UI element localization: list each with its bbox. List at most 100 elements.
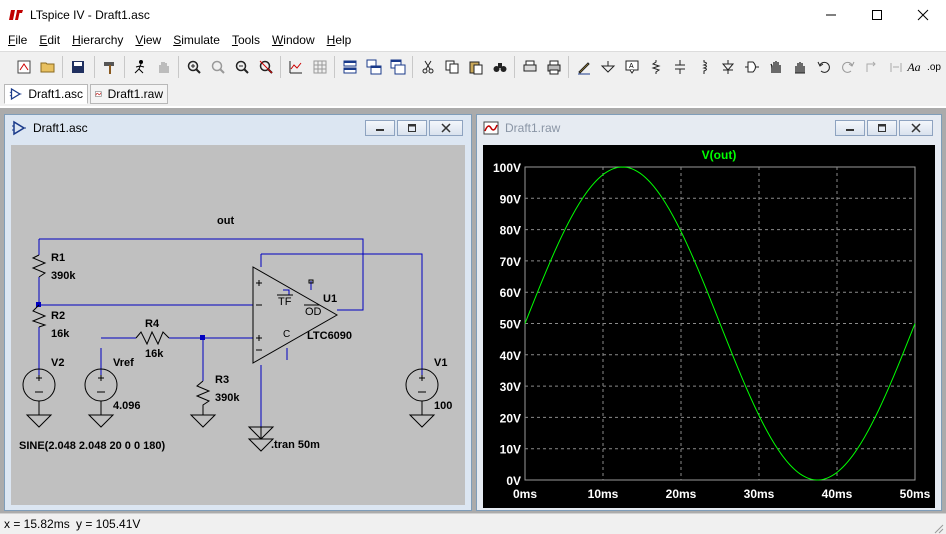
inductor-icon[interactable] — [694, 57, 714, 77]
maximize-button[interactable] — [854, 0, 900, 30]
u1-opamp[interactable]: TF OD C U1 LTC6090 — [247, 266, 352, 440]
status-x-readout: x = 15.82ms — [4, 517, 70, 531]
close-icon — [911, 123, 921, 133]
vref-source[interactable]: Vref 4.096 — [84, 357, 141, 428]
tab-label: Draft1.asc — [28, 87, 83, 101]
maximize-icon — [872, 10, 882, 20]
trace-label-v-out[interactable]: V(out) — [702, 148, 737, 162]
minimize-button[interactable] — [808, 0, 854, 30]
resistor-icon[interactable] — [646, 57, 666, 77]
schematic-icon — [12, 120, 26, 136]
move-hand-icon[interactable] — [766, 57, 786, 77]
cascade-windows-icon[interactable] — [364, 57, 384, 77]
junction-dot — [200, 335, 205, 340]
control-panel-hammer-icon[interactable] — [100, 57, 120, 77]
print-icon[interactable] — [544, 57, 564, 77]
tile-vertical-icon[interactable] — [388, 57, 408, 77]
cut-icon[interactable] — [418, 57, 438, 77]
y-tick-label: 60V — [500, 286, 521, 300]
zoom-out-icon[interactable] — [232, 57, 252, 77]
r3-resistor[interactable]: R3 390k — [189, 374, 240, 428]
tab-draft1-asc[interactable]: Draft1.asc — [4, 84, 88, 104]
zoom-fit-icon[interactable] — [256, 57, 276, 77]
tile-horizontal-icon[interactable] — [340, 57, 360, 77]
schematic-window-title: Draft1.asc — [33, 121, 88, 135]
paste-icon[interactable] — [466, 57, 486, 77]
x-tick-label: 10ms — [588, 487, 619, 501]
waveform-close-button[interactable] — [899, 120, 933, 136]
toolbar: A Aa .op — [0, 51, 946, 83]
r4-resistor[interactable]: R4 16k — [135, 318, 170, 360]
menu-help[interactable]: Help — [326, 33, 352, 47]
schematic-restore-button[interactable] — [397, 120, 427, 136]
zoom-in-icon[interactable] — [184, 57, 204, 77]
drag-hand-icon[interactable] — [790, 57, 810, 77]
menu-window[interactable]: Window — [271, 33, 315, 47]
v2-source[interactable]: V2 SINE(2.048 2.048 20 0 0 180) — [19, 357, 165, 452]
r1-resistor[interactable]: R1 390k — [31, 252, 76, 282]
new-schematic-icon[interactable] — [14, 57, 34, 77]
x-tick-label: 40ms — [822, 487, 853, 501]
schematic-icon — [9, 87, 22, 101]
title-bar: LTspice IV - Draft1.asc — [0, 0, 946, 30]
find-binoculars-icon[interactable] — [490, 57, 510, 77]
trace-v-out[interactable] — [524, 166, 916, 481]
mdi-workspace: Draft1.asc R1 390k — [0, 108, 946, 513]
schematic-close-button[interactable] — [429, 120, 463, 136]
net-label-icon[interactable]: A — [622, 57, 642, 77]
net-label-out[interactable]: out — [217, 215, 234, 227]
redo-icon[interactable] — [838, 57, 858, 77]
spice-directive[interactable]: .tran 50m — [271, 439, 320, 451]
mirror-icon[interactable] — [886, 57, 906, 77]
y-tick-label: 0V — [506, 474, 521, 488]
r2-value: 16k — [51, 328, 70, 340]
text-aa-icon[interactable]: Aa — [907, 59, 921, 74]
menu-tools[interactable]: Tools — [231, 33, 260, 47]
pan-icon[interactable] — [208, 57, 228, 77]
waveform-window-titlebar[interactable]: Draft1.raw — [477, 115, 941, 141]
status-bar: x = 15.82ms y = 105.41V — [0, 513, 946, 534]
undo-icon[interactable] — [814, 57, 834, 77]
run-simulation-icon[interactable] — [130, 57, 150, 77]
schematic-canvas[interactable]: R1 390k R2 16k V2 SINE(2.048 2.048 20 0 … — [11, 145, 465, 505]
ground-icon[interactable] — [598, 57, 618, 77]
menu-edit[interactable]: Edit — [39, 33, 61, 47]
menu-hierarchy[interactable]: Hierarchy — [72, 33, 124, 47]
spice-directive-icon[interactable]: .op — [927, 61, 941, 73]
grid-icon[interactable] — [310, 57, 330, 77]
diode-icon[interactable] — [718, 57, 738, 77]
menu-view[interactable]: View — [135, 33, 162, 47]
draw-wire-pencil-icon[interactable] — [574, 57, 594, 77]
resize-grip-icon[interactable] — [932, 522, 944, 534]
close-button[interactable] — [900, 0, 946, 30]
menu-file[interactable]: File — [8, 33, 28, 47]
r2-resistor[interactable]: R2 16k — [31, 304, 70, 340]
menu-simulate[interactable]: Simulate — [173, 33, 220, 47]
u1-pin-c: C — [283, 329, 290, 340]
x-tick-label: 0ms — [513, 487, 537, 501]
autorange-icon[interactable] — [286, 57, 306, 77]
copy-icon[interactable] — [442, 57, 462, 77]
capacitor-icon[interactable] — [670, 57, 690, 77]
v1-ref: V1 — [434, 357, 447, 369]
component-icon[interactable] — [742, 57, 762, 77]
ltspice-logo-icon — [9, 10, 23, 20]
schematic-window-titlebar[interactable]: Draft1.asc — [5, 115, 471, 141]
tab-draft1-raw[interactable]: Draft1.raw — [90, 84, 168, 104]
rotate-icon[interactable] — [862, 57, 882, 77]
waveform-minimize-button[interactable] — [835, 120, 865, 136]
r3-ref: R3 — [215, 374, 229, 386]
minimize-icon — [376, 129, 384, 131]
halt-hand-icon[interactable] — [154, 57, 174, 77]
print-setup-icon[interactable] — [520, 57, 540, 77]
waveform-restore-button[interactable] — [867, 120, 897, 136]
schematic-minimize-button[interactable] — [365, 120, 395, 136]
save-icon[interactable] — [68, 57, 88, 77]
x-tick-label: 30ms — [744, 487, 775, 501]
v1-source[interactable]: V1 100 — [405, 357, 452, 428]
y-tick-label: 30V — [500, 380, 521, 394]
v2-ref: V2 — [51, 357, 64, 369]
open-folder-icon[interactable] — [38, 57, 58, 77]
